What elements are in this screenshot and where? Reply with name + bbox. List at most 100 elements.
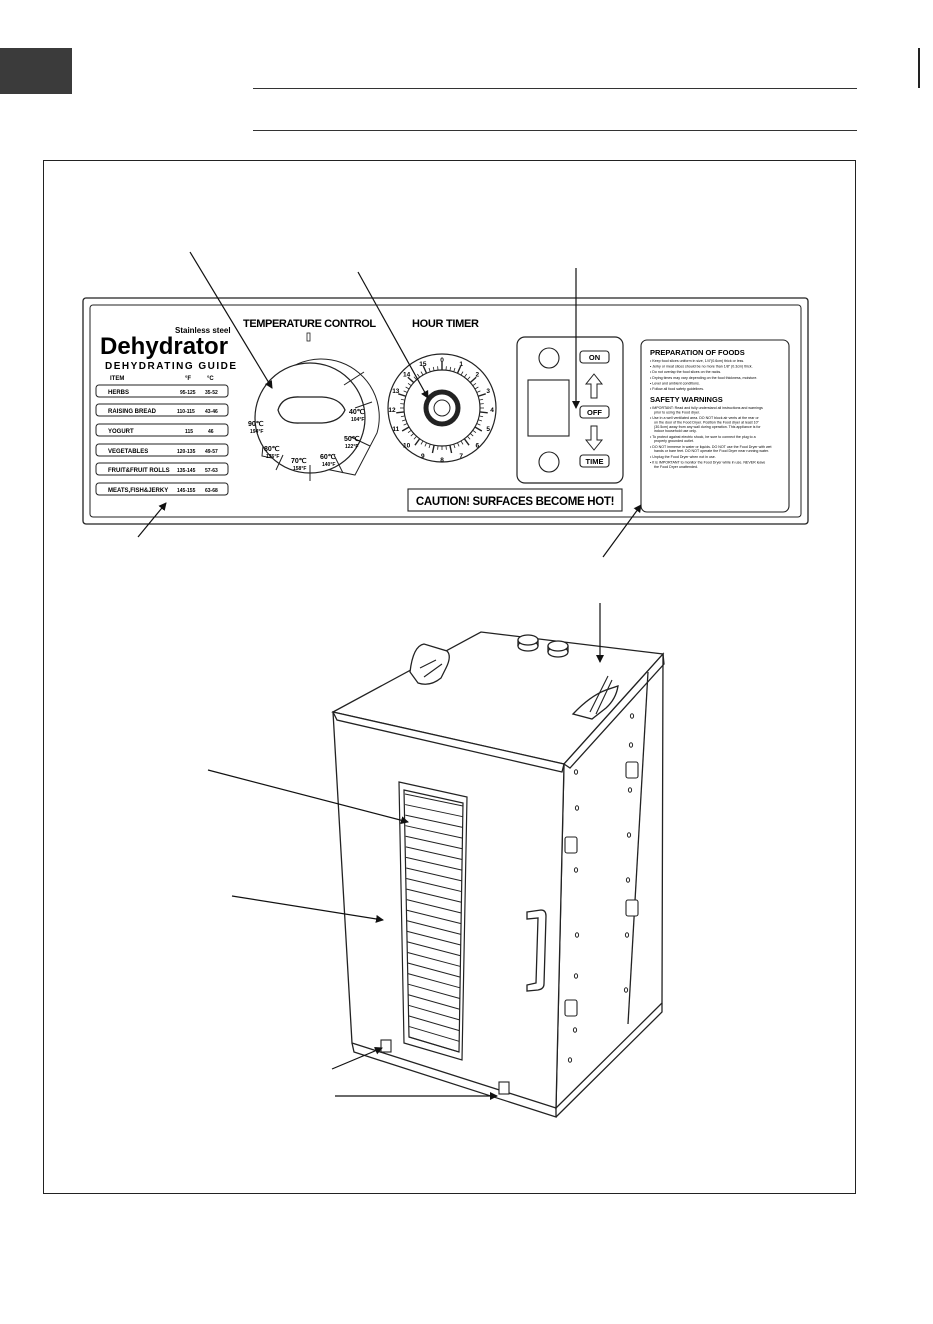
rack-line [407, 941, 461, 957]
carry-handle-right [571, 685, 619, 720]
timer-tick [460, 440, 464, 445]
instruction-line: properly grounded outlet. [654, 439, 694, 443]
timer-number: 9 [421, 453, 425, 460]
timer-tick [428, 444, 431, 449]
timer-number: 2 [476, 372, 480, 379]
timer-number: 6 [476, 442, 480, 449]
temp-mark-c: 90℃ [248, 420, 264, 428]
guide-header-c: °C [207, 376, 214, 382]
down-arrow-icon [584, 425, 604, 451]
timer-number: 7 [459, 453, 463, 460]
guide-row-f: 135-145 [177, 468, 196, 474]
timer-tick [474, 386, 479, 390]
screw-hole [573, 867, 579, 873]
callout-temperature-arrow [189, 251, 273, 389]
timer-display-window [527, 379, 570, 437]
timer-tick [469, 433, 474, 437]
carry-handle-left-detail [419, 659, 443, 678]
carry-handle-right-detail [589, 675, 613, 715]
timer-number: 0 [440, 357, 444, 364]
timer-tick [479, 415, 484, 418]
safety-title: SAFETY WARNINGS [650, 395, 723, 404]
instruction-line: • DO NOT immerse in water or liquids. DO… [650, 445, 772, 449]
timer-number: 1 [459, 361, 463, 368]
timer-tick [396, 411, 405, 414]
timer-tick [401, 419, 406, 422]
timer-tick [414, 438, 421, 446]
timer-tick [405, 386, 410, 390]
instruction-line: • Keep food slices uniform in size, 1/4"… [650, 359, 744, 363]
time-button-label: TIME [586, 457, 604, 466]
temp-mark-f: 194°F [250, 429, 263, 435]
timer-tick [428, 367, 431, 372]
timer-tick [422, 365, 428, 374]
instruction-line: • Unplug the Food Dryer when not in use. [650, 455, 716, 459]
header-rule-bottom [253, 130, 857, 131]
temperature-control-title: TEMPERATURE CONTROL [243, 318, 376, 330]
instruction-line: • IMPORTANT: Read and fully understand a… [650, 406, 763, 410]
viewing-window [398, 781, 468, 1061]
temperature-indicator-mark [306, 332, 311, 342]
timer-tick [431, 445, 435, 454]
screw-hole [624, 932, 630, 938]
indicator-light-top [538, 347, 560, 369]
on-button[interactable] [579, 350, 610, 364]
timer-tick [479, 411, 488, 414]
time-button[interactable] [579, 454, 610, 468]
unit-side-rim [563, 653, 665, 769]
callout-tray-arrow [207, 769, 409, 825]
rack-line [405, 856, 463, 871]
side-screw-holes [567, 713, 635, 1063]
rack-line [406, 867, 462, 882]
screw-hole [572, 1027, 578, 1033]
rack-line [405, 814, 463, 828]
timer-number: 11 [392, 426, 399, 433]
timer-tick [424, 442, 427, 447]
timer-tick [469, 376, 477, 384]
timer-tick-marks [396, 362, 488, 454]
rack-line [407, 973, 461, 989]
timer-number: 8 [440, 457, 444, 464]
screw-hole [626, 832, 632, 838]
timer-tick [474, 426, 483, 432]
temp-mark-c: 40℃ [349, 408, 365, 416]
timer-tick [449, 445, 453, 454]
instruction-box [640, 339, 790, 513]
screw-hole [573, 973, 579, 979]
timer-number: 13 [392, 388, 400, 395]
guide-row-f: 95-125 [180, 390, 196, 396]
brand-small-text: Stainless steel [175, 326, 231, 335]
instruction-line: • Level and ambient conditions. [650, 381, 700, 385]
up-arrow-icon [584, 373, 604, 399]
callout-door-arrow [231, 895, 384, 923]
side-latches [564, 761, 639, 1017]
screw-hole [574, 932, 580, 938]
guide-row-c: 35-52 [205, 390, 218, 396]
guide-row-f: 120-135 [177, 449, 196, 455]
safety-list: • IMPORTANT: Read and fully understand a… [650, 406, 772, 469]
timer-tick [432, 366, 435, 371]
instruction-line: prior to using the Food dryer. [654, 410, 700, 414]
foot-front-right [498, 1081, 510, 1095]
timer-number: 14 [403, 372, 411, 379]
instruction-line: indoor household use only. [654, 429, 697, 433]
unit-bottom-lip [351, 1042, 557, 1118]
figure-frame [43, 160, 856, 1194]
tray-rack-lines [404, 793, 464, 1053]
timer-tick [420, 440, 424, 445]
callout-warning-arrow [602, 504, 642, 558]
guide-row-item: YOGURT [108, 429, 134, 435]
unit-front-rim [332, 711, 565, 773]
temp-mark-c: 70℃ [291, 457, 307, 465]
instruction-line: the Food Dryer unattended. [654, 465, 698, 469]
rack-line [408, 1004, 460, 1021]
temperature-knob-grip [277, 396, 346, 424]
guide-title: DEHYDRATING GUIDE [105, 361, 238, 372]
off-button[interactable] [579, 405, 610, 419]
guide-row-item: VEGETABLES [108, 449, 148, 455]
temp-mark-c: 80℃ [264, 445, 280, 453]
guide-header-f: °F [185, 376, 191, 382]
instruction-line: • Drying times may vary depending on the… [650, 376, 757, 380]
temp-mark-f: 158°F [293, 466, 306, 472]
timer-tick [463, 438, 470, 446]
